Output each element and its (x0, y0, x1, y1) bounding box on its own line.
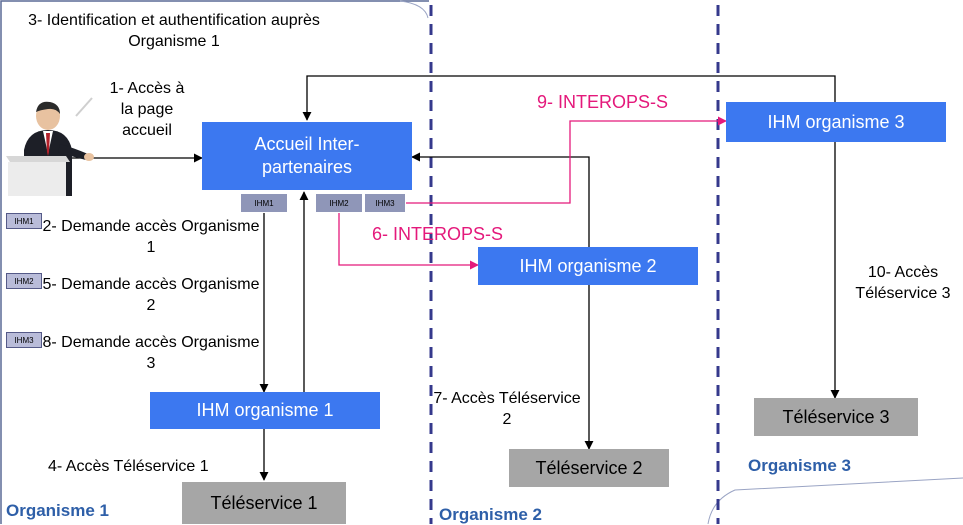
accueil-ihm1-tag[interactable]: IHM1 (240, 193, 288, 213)
accueil-inter-partenaires-box: Accueil Inter-partenaires (202, 122, 412, 190)
teleservice-3-box: Téléservice 3 (754, 398, 918, 436)
lane-organisme-3-label: Organisme 3 (748, 456, 851, 475)
frame-corner-bottom (707, 477, 963, 524)
accueil-ihm2-tag[interactable]: IHM2 (315, 193, 363, 213)
arrow-interop-to-ihm2 (338, 213, 479, 270)
lane-organisme-1-label: Organisme 1 (6, 501, 109, 520)
businessman-at-computer-icon (6, 97, 94, 196)
step-8-label: 8- Demande accès Organisme 3 (42, 334, 260, 372)
step-4-label: 4- Accès Téléservice 1 (48, 458, 209, 475)
step-7-label: 7- Accès Téléservice 2 (433, 390, 581, 428)
teleservice-1-box: Téléservice 1 (182, 482, 346, 524)
accueil-label: Accueil Inter-partenaires (254, 134, 360, 177)
arrow-interop-to-ihm3 (402, 116, 727, 204)
legend-ihm2-tag: IHM2 (6, 273, 42, 289)
legend-ihm1-tag: IHM1 (6, 213, 42, 229)
ihm-organisme-1-box: IHM organisme 1 (150, 392, 380, 429)
step-2-label: 2- Demande accès Organisme 1 (42, 218, 260, 256)
step-10-label: 10- Accès Téléservice 3 (855, 264, 951, 302)
frame-corner-top (399, 0, 429, 19)
step-1-label: 1- Accès à la page accueil (109, 80, 185, 139)
arrow-ihm2-to-accueil (411, 152, 590, 247)
teleservice-2-box: Téléservice 2 (509, 449, 669, 487)
interop-9-label: 9- INTEROPS-S (537, 92, 669, 112)
lane-organisme-2-label: Organisme 2 (439, 505, 542, 524)
step-5-label: 5- Demande accès Organisme 2 (42, 276, 260, 314)
ihm-organisme-2-box: IHM organisme 2 (478, 247, 698, 285)
accueil-ihm3-tag[interactable]: IHM3 (364, 193, 406, 213)
interop-6-label: 6- INTEROPS-S (372, 224, 504, 244)
step-3-label: 3- Identification et authentification au… (28, 12, 320, 50)
ihm-organisme-3-box: IHM organisme 3 (726, 102, 946, 142)
org1-frame (0, 0, 429, 524)
legend-ihm3-tag: IHM3 (6, 332, 42, 348)
arrow-ihm3-to-accueil (302, 75, 836, 121)
